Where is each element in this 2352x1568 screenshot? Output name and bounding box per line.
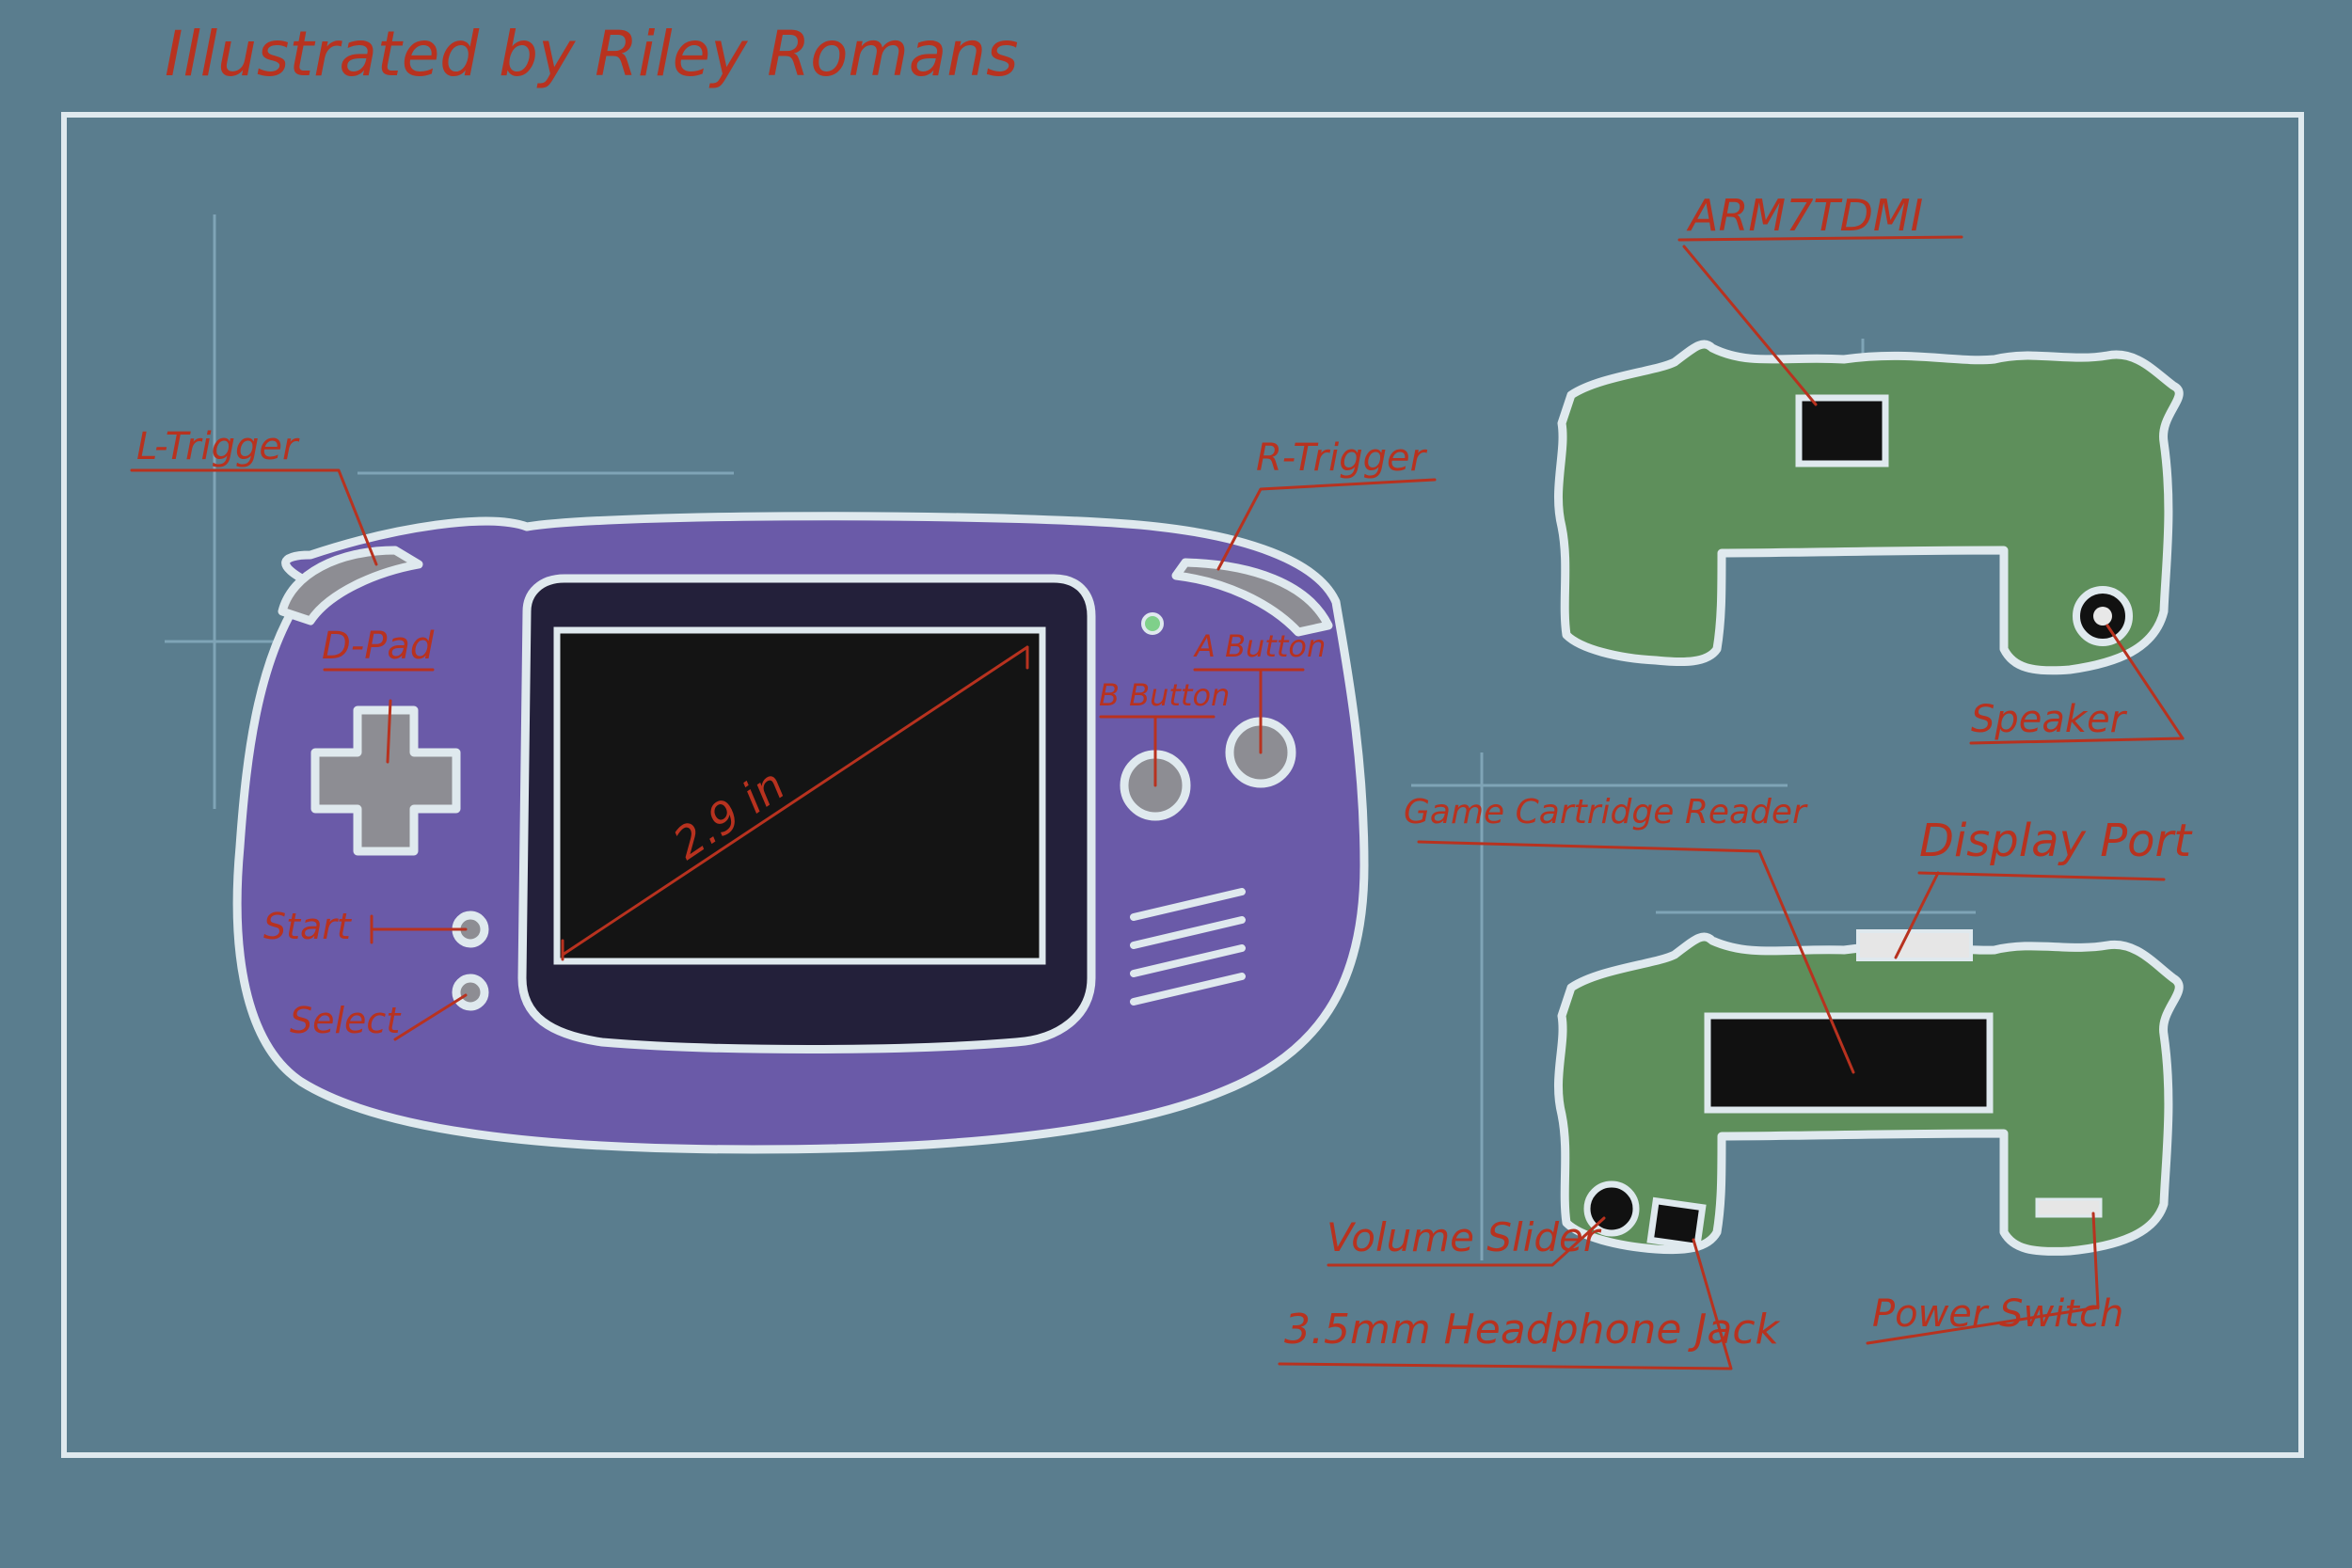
- headphone-jack-component: [1646, 1196, 1707, 1251]
- screen-diagonal: [561, 645, 1029, 957]
- board-top-pcb: [1553, 340, 2184, 675]
- d-pad-label: D-Pad: [322, 625, 435, 668]
- a-button-label: A Button: [1193, 628, 1326, 664]
- b-button-label: B Button: [1099, 677, 1230, 713]
- board-top-annotations: ARM7TDMI Speaker: [1677, 190, 2185, 745]
- speaker-label: Speaker: [1971, 698, 2128, 741]
- board-bottom-annotations: Game Cartridge Reader Display Port Volum…: [1278, 793, 2193, 1370]
- d-pad[interactable]: [310, 705, 461, 856]
- power-switch-component: [2035, 1197, 2103, 1218]
- r-trigger[interactable]: [1171, 558, 1333, 637]
- select-label: Select: [290, 1000, 402, 1041]
- display-port-connector: [1856, 929, 1973, 961]
- headphone-jack-label: 3.5mm Headphone Jack: [1284, 1306, 1781, 1354]
- speaker-grille: [1130, 888, 1246, 1006]
- display-port-label: Display Port: [1919, 815, 2193, 867]
- select-button[interactable]: [452, 974, 489, 1011]
- r-trigger-label: R-Trigger: [1256, 436, 1428, 480]
- l-trigger[interactable]: [278, 546, 423, 626]
- lcd-screen: [553, 626, 1046, 965]
- cartridge-reader-label: Game Cartridge Reader: [1404, 793, 1808, 832]
- volume-slider-label: Volume Slider: [1327, 1214, 1602, 1260]
- circuit-board-top: [1553, 340, 2184, 675]
- power-led: [1141, 612, 1164, 635]
- speaker-cone: [2093, 607, 2112, 626]
- start-label: Start: [263, 906, 353, 947]
- cpu-chip: [1795, 394, 1889, 467]
- illustrator-credit: Illustrated by Riley Romans: [165, 18, 1018, 90]
- circuit-board-bottom: [1553, 929, 2184, 1256]
- cpu-label: ARM7TDMI: [1686, 190, 1923, 241]
- drawing-frame: [61, 112, 2304, 1458]
- power-switch-label: Power Switch: [1872, 1292, 2123, 1336]
- l-trigger-label: L-Trigger: [136, 425, 300, 468]
- handheld-console: [232, 512, 1369, 1154]
